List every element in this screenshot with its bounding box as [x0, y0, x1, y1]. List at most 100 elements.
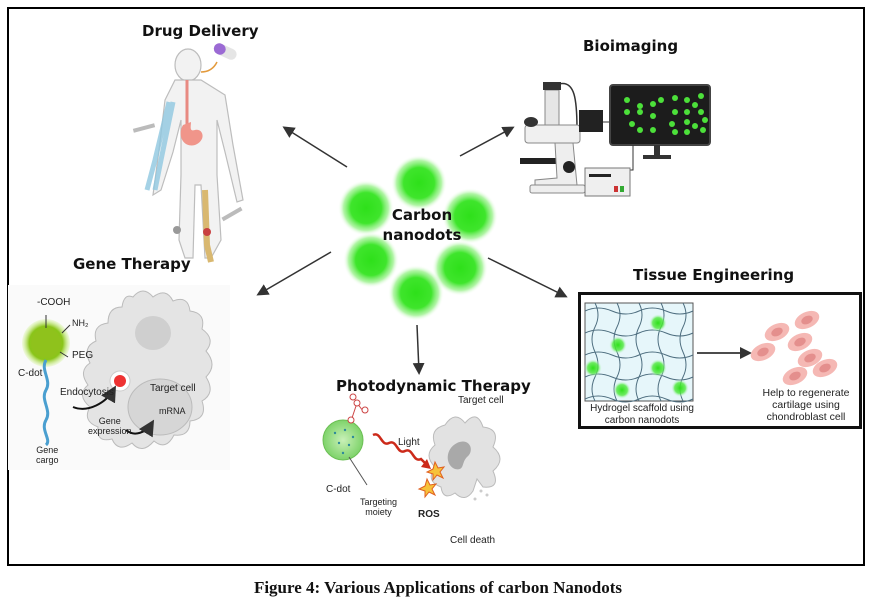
- monitor-dot: [637, 109, 643, 115]
- dna-strand: [42, 359, 50, 447]
- cdot-particle: [31, 328, 61, 358]
- nanodot: [391, 155, 447, 211]
- pill-icon: [213, 43, 237, 60]
- center-label-line1: Carbon: [391, 206, 453, 224]
- nanodot: [343, 232, 399, 288]
- monitor-dot: [650, 113, 656, 119]
- scaffold-nanodot: [609, 336, 627, 354]
- ros-burst-icon: [417, 460, 446, 499]
- monitor-dot: [700, 127, 706, 133]
- monitor-dot: [650, 101, 656, 107]
- endocytosed-cdot: [114, 375, 126, 387]
- pdt-label-ros: ROS: [418, 509, 440, 520]
- monitor-dot: [698, 109, 704, 115]
- chondroblast-cell: [787, 332, 813, 352]
- figure-caption: Figure 4: Various Applications of carbon…: [253, 578, 623, 597]
- arrow-to-tissue-engineering: [487, 257, 568, 298]
- torso: [152, 79, 244, 259]
- monitor-dot: [684, 109, 690, 115]
- power-supply-icon: [584, 167, 631, 197]
- scaffold-nanodot: [671, 379, 689, 397]
- monitor-dot: [692, 102, 698, 108]
- regeneration-caption: Help to regenerate cartilage using chond…: [762, 387, 850, 423]
- label-gene-expression: Gene expression: [88, 416, 132, 436]
- drug-delivery-title: Drug Delivery: [142, 22, 259, 40]
- cell-vesicle: [135, 316, 171, 350]
- light-wave: [372, 433, 428, 466]
- cell-nucleus: [447, 441, 471, 470]
- scaffold-nanodot: [613, 381, 631, 399]
- targeting-moiety-icon: [347, 393, 369, 424]
- knee-inflammation: [203, 228, 211, 236]
- bioimaging-title: Bioimaging: [583, 37, 679, 55]
- monitor-dot: [637, 103, 643, 109]
- monitor-dot: [672, 95, 678, 101]
- monitor-dot: [629, 121, 635, 127]
- expression-arrow: [125, 419, 155, 438]
- microscope-setup-illustration: [520, 82, 711, 197]
- camera-box: [579, 110, 603, 132]
- stomach-icon: [180, 122, 203, 146]
- chondroblast-cells-illustration: [750, 310, 838, 386]
- cdot-particle: [322, 419, 364, 461]
- chondroblast-cell: [797, 348, 823, 368]
- hydrogel-scaffold-illustration: [584, 302, 694, 403]
- scaffold-nanodot: [649, 359, 667, 377]
- arrow-to-photodynamic: [412, 324, 425, 375]
- leg-bone: [202, 189, 214, 263]
- chondroblast-cell: [750, 342, 776, 362]
- light-arrowhead: [421, 459, 431, 469]
- monitor-dot: [692, 123, 698, 129]
- label-cooh: -COOH: [37, 297, 71, 308]
- arm-veins: [144, 101, 176, 191]
- pdt-label-targeting-moiety: Targeting moiety: [360, 497, 398, 517]
- monitor-dot: [650, 127, 656, 133]
- pdt-label-cdot: C-dot: [326, 484, 351, 495]
- monitor-dot: [698, 93, 704, 99]
- label-endocytosis: Endocytosis: [60, 387, 114, 398]
- arrow-to-drug-delivery: [282, 126, 348, 168]
- monitor-dot: [672, 109, 678, 115]
- nanodot: [388, 265, 444, 321]
- monitor-dot: [637, 127, 643, 133]
- endocytosis-arrow: [72, 385, 116, 410]
- pdt-label-target-cell: Target cell: [458, 395, 504, 406]
- knee-marker: [173, 226, 181, 234]
- chondroblast-cell: [782, 366, 808, 386]
- tissue-engineering-title: Tissue Engineering: [633, 266, 795, 284]
- gene-therapy-title: Gene Therapy: [73, 255, 191, 273]
- microscope-icon: [520, 82, 586, 194]
- monitor-dot: [658, 97, 664, 103]
- monitor-dot: [684, 97, 690, 103]
- chondroblast-cell: [812, 358, 838, 378]
- pdt-label-cell-death: Cell death: [450, 535, 496, 546]
- scaffold-nanodot: [649, 314, 667, 332]
- scaffold-caption: Hydrogel scaffold using carbon nanodots: [590, 403, 694, 426]
- monitor-icon: [609, 84, 711, 159]
- monitor-dot: [669, 121, 675, 127]
- monitor-dot: [672, 129, 678, 135]
- monitor-dot: [684, 119, 690, 125]
- monitor-fluorescent-dots: [624, 93, 708, 135]
- label-gene-cargo: Gene cargo: [36, 445, 59, 465]
- pill-arrow: [200, 61, 218, 73]
- monitor-dot: [684, 129, 690, 135]
- scaffold-nanodot: [584, 359, 602, 377]
- gene-therapy-illustration: [8, 285, 230, 470]
- chondroblast-cell: [764, 322, 790, 342]
- scaffold-to-cells-arrow: [697, 347, 752, 359]
- label-target-cell: Target cell: [150, 383, 196, 394]
- arrow-to-bioimaging: [459, 126, 515, 157]
- monitor-dot: [624, 97, 630, 103]
- syringe-icon: [132, 123, 243, 222]
- arrow-to-gene-therapy: [256, 251, 332, 296]
- nanodot: [432, 240, 488, 296]
- human-body-illustration: [132, 43, 244, 263]
- label-peg: PEG: [72, 350, 94, 361]
- pdt-label-light: Light: [398, 437, 420, 448]
- monitor-dot: [624, 109, 630, 115]
- nanodot: [442, 188, 498, 244]
- label-nh2: NH₂: [72, 318, 89, 328]
- label-mrna: mRNA: [159, 406, 186, 416]
